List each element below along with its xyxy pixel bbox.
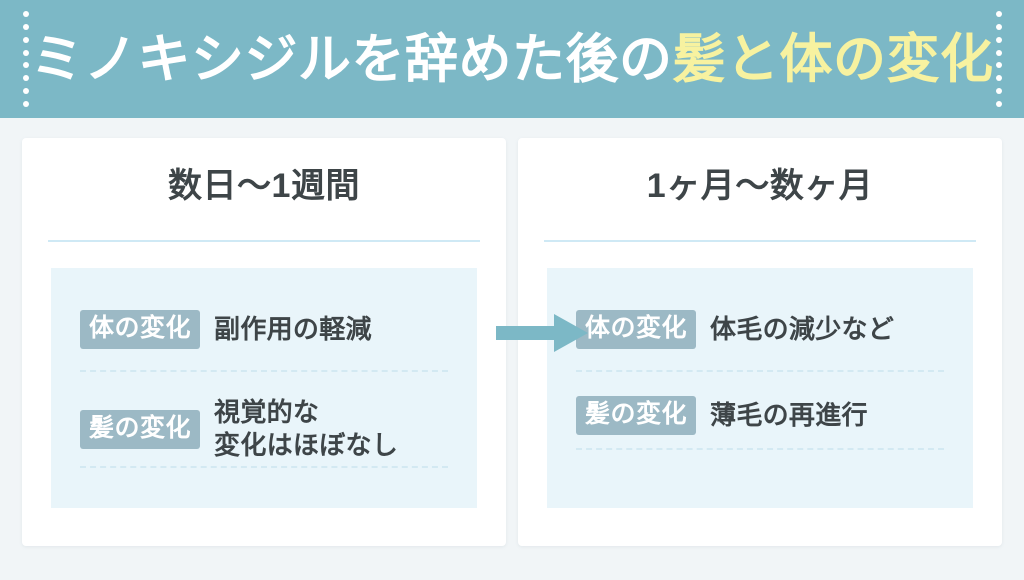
dot — [22, 23, 29, 30]
dot — [995, 49, 1002, 56]
dot — [22, 88, 29, 95]
title-divider — [544, 240, 976, 242]
dot — [995, 23, 1002, 30]
arrow-right-icon — [496, 314, 588, 352]
change-row-text: 視覚的な 変化はほぼなし — [214, 397, 399, 461]
row-divider — [576, 448, 944, 450]
stage-card-1: 数日〜1週間 体の変化 副作用の軽減 髪の変化 視覚的な 変化はほぼなし — [22, 138, 506, 546]
dot — [995, 100, 1002, 107]
stage-card-2-title: 1ヶ月〜数ヶ月 — [646, 167, 874, 205]
page-title-accent: 髪と体の変化 — [672, 29, 994, 89]
left-dotted-border — [22, 11, 29, 107]
dot — [22, 75, 29, 82]
page-title: ミノキシジルを辞めた後の髪と体の変化 — [0, 0, 1024, 118]
stage-card-2: 1ヶ月〜数ヶ月 体の変化 体毛の減少など 髪の変化 薄毛の再進行 — [518, 138, 1002, 546]
row-divider — [80, 466, 448, 468]
stage-card-2-panel: 体の変化 体毛の減少など 髪の変化 薄毛の再進行 — [547, 268, 973, 508]
hair-change-badge: 髪の変化 — [80, 409, 201, 449]
change-row: 髪の変化 視覚的な 変化はほぼなし — [80, 396, 448, 463]
row-divider — [576, 370, 944, 372]
dot — [22, 49, 29, 56]
dot — [22, 62, 29, 69]
dot — [22, 100, 29, 107]
change-row-text: 副作用の軽減 — [214, 313, 372, 344]
change-row-text: 薄毛の再進行 — [710, 399, 868, 430]
stage-card-1-rows: 体の変化 副作用の軽減 髪の変化 視覚的な 変化はほぼなし — [51, 268, 477, 508]
body-change-badge: 体の変化 — [576, 310, 697, 349]
dot — [22, 11, 29, 17]
dot — [995, 11, 1002, 17]
dot — [22, 36, 29, 43]
hair-change-badge: 髪の変化 — [576, 396, 697, 435]
page-title-plain: ミノキシジルを辞めた後の — [30, 29, 673, 89]
timeline-cards: 数日〜1週間 体の変化 副作用の軽減 髪の変化 視覚的な 変化はほぼなし — [22, 138, 1002, 546]
change-row: 体の変化 副作用の軽減 — [80, 310, 448, 349]
change-row: 体の変化 体毛の減少など — [576, 310, 944, 349]
title-divider — [48, 240, 480, 242]
change-row: 髪の変化 薄毛の再進行 — [576, 396, 944, 435]
stage-card-2-rows: 体の変化 体毛の減少など 髪の変化 薄毛の再進行 — [547, 268, 973, 508]
dot — [995, 75, 1002, 82]
dot — [995, 62, 1002, 69]
change-row-text: 体毛の減少など — [710, 313, 895, 344]
header-banner: ミノキシジルを辞めた後の髪と体の変化 — [0, 0, 1024, 118]
right-dotted-border — [995, 11, 1002, 107]
dot — [995, 36, 1002, 43]
row-divider — [80, 370, 448, 372]
stage-card-1-title: 数日〜1週間 — [168, 167, 360, 205]
body-change-badge: 体の変化 — [80, 310, 201, 349]
stage-card-1-panel: 体の変化 副作用の軽減 髪の変化 視覚的な 変化はほぼなし — [51, 268, 477, 508]
dot — [995, 88, 1002, 95]
